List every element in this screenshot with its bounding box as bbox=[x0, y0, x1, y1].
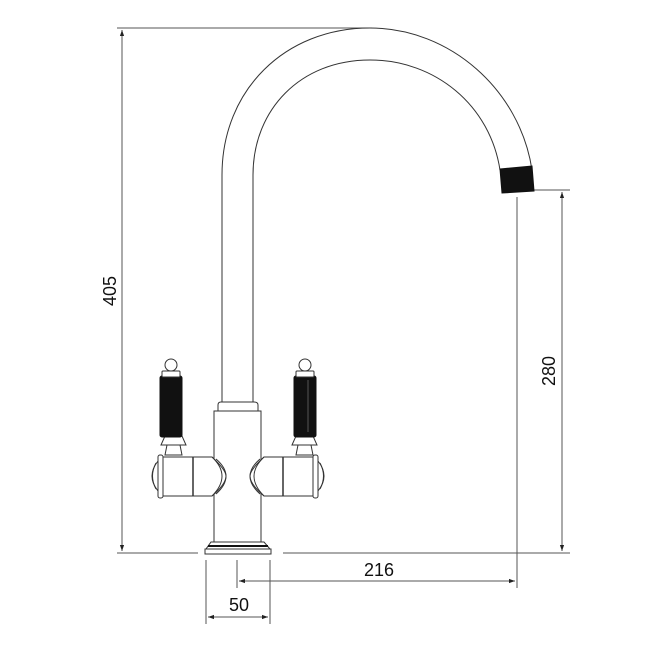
spout-collar bbox=[217, 401, 259, 412]
left-handle-grip bbox=[159, 375, 183, 438]
base-diameter-label: 50 bbox=[228, 595, 250, 615]
spout-reach-label: 216 bbox=[363, 560, 395, 580]
left-handle-stem bbox=[164, 444, 183, 456]
base-plate bbox=[204, 548, 272, 555]
spout-inner-edge bbox=[252, 59, 501, 405]
overall-height-label: 405 bbox=[100, 275, 120, 307]
spout bbox=[221, 27, 533, 405]
right-handle-grip bbox=[293, 375, 317, 438]
right-end-cap bbox=[312, 454, 319, 499]
aerator-nozzle bbox=[499, 165, 535, 194]
spout-outer-edge bbox=[221, 27, 533, 405]
left-handle-knob bbox=[164, 358, 178, 372]
left-valve bbox=[151, 358, 227, 499]
dimension-lines bbox=[117, 27, 570, 624]
right-handle-stem bbox=[295, 444, 314, 456]
left-end-cap bbox=[157, 454, 164, 499]
tap-body bbox=[204, 401, 272, 555]
right-handle-knob bbox=[298, 358, 312, 372]
right-valve bbox=[249, 358, 325, 499]
spout-height-label: 280 bbox=[539, 355, 559, 387]
